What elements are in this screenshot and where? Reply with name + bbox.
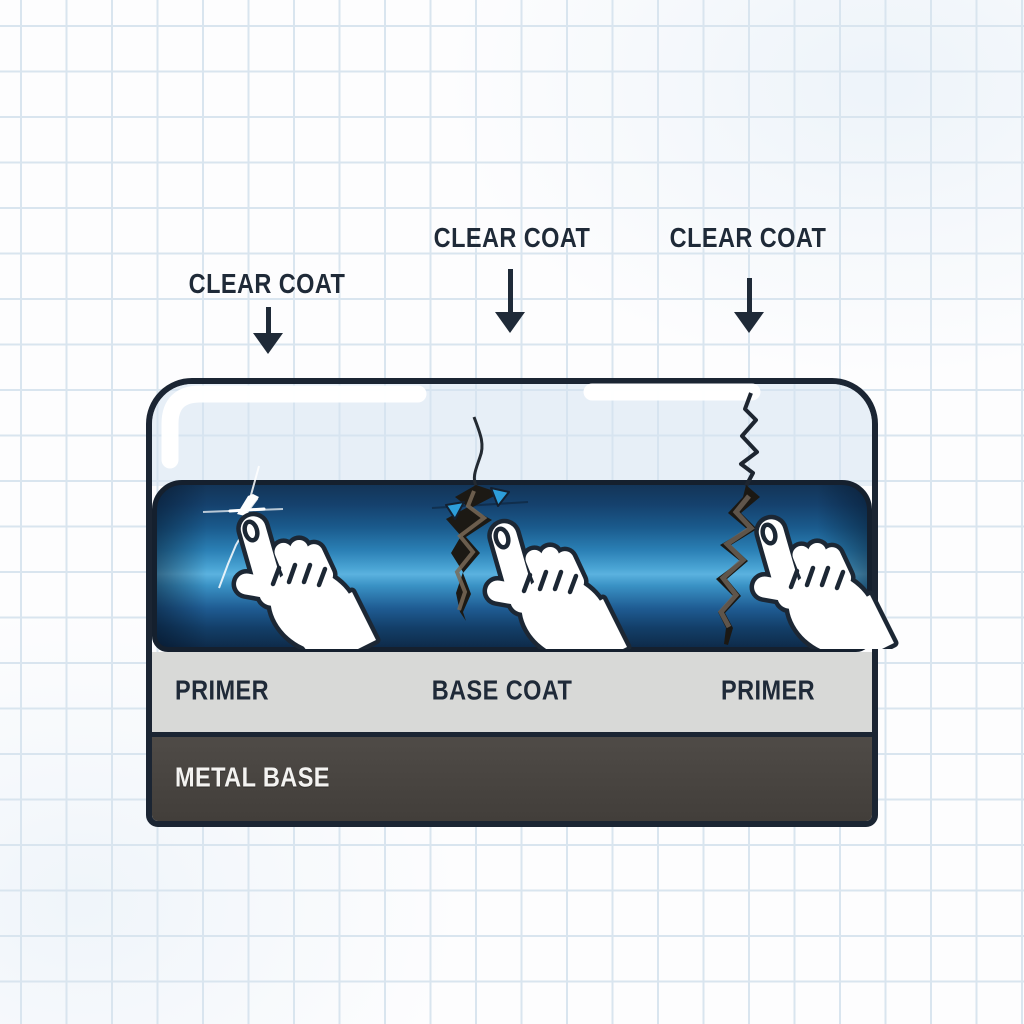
arrow-shaft: [746, 278, 752, 312]
arrow-down-icon: [734, 278, 764, 333]
arrow-head: [253, 333, 283, 354]
clear-coat-label-2: CLEAR COAT: [433, 222, 591, 253]
arrow-shaft: [507, 269, 513, 312]
layer-base-coat-paint: [152, 480, 872, 652]
layer-primer: PRIMER BASE COAT PRIMER: [152, 652, 872, 737]
paint-layers-panel: PRIMER BASE COAT PRIMER METAL BASE: [146, 378, 878, 827]
arrow-head: [734, 312, 764, 333]
metal-base-label: METAL BASE: [175, 761, 330, 793]
arrow-head: [495, 312, 525, 333]
base-coat-label: BASE COAT: [431, 674, 573, 706]
clear-coat-label-1: CLEAR COAT: [188, 268, 346, 299]
clear-coat-label-3: CLEAR COAT: [669, 222, 827, 253]
primer-label-right: PRIMER: [720, 674, 816, 706]
layer-metal-base: METAL BASE: [152, 737, 872, 821]
arrow-down-icon: [495, 269, 525, 333]
arrow-down-icon: [253, 307, 283, 354]
arrow-shaft: [265, 307, 271, 333]
primer-label-left: PRIMER: [175, 674, 270, 706]
layer-clear-coat: [152, 384, 872, 486]
